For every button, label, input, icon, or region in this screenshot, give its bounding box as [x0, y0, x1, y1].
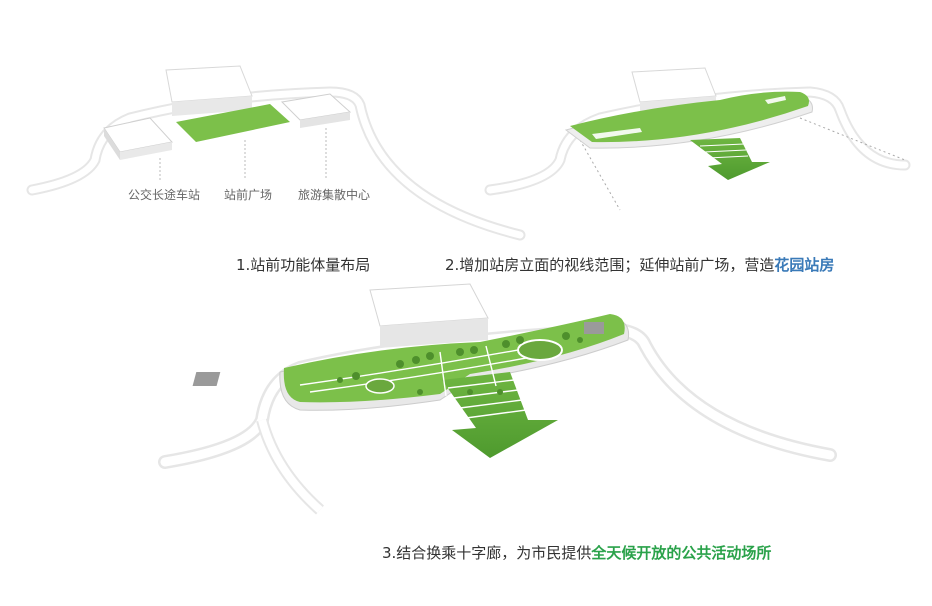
caption-step-3-text: 3.结合换乘十字廊，为市民提供 — [382, 544, 592, 562]
panel-3-corridor-lines — [299, 345, 549, 419]
panel-3-plaza-arrow — [442, 372, 558, 458]
panel-2-plaza-arrow — [690, 138, 770, 180]
caption-step-1: 1.站前功能体量布局 — [236, 254, 370, 275]
panel-1-plaza-green — [176, 104, 290, 142]
label-plaza: 站前广场 — [224, 188, 273, 202]
caption-step-3-highlight: 全天候开放的公共活动场所 — [591, 544, 772, 562]
caption-step-2: 2.增加站房立面的视线范围；延伸站前广场，营造花园站房 — [445, 254, 834, 275]
caption-step-3: 3.结合换乘十字廊，为市民提供全天候开放的公共活动场所 — [382, 542, 771, 563]
panel-3-trees — [337, 332, 583, 395]
panel-3-loop — [517, 339, 563, 361]
panel-1-layout — [26, 65, 526, 241]
panel-1-station-building — [165, 65, 253, 103]
panel-2-garden-station — [484, 67, 911, 211]
panel-3-green-roof — [283, 314, 625, 403]
caption-step-2-text: 2.增加站房立面的视线范围；延伸站前广场，营造 — [445, 256, 775, 274]
caption-step-1-text: 1.站前功能体量布局 — [236, 256, 371, 274]
caption-step-2-highlight: 花园站房 — [774, 256, 835, 274]
panel-3-cross-corridor — [158, 283, 837, 515]
label-bus-station: 公交长途车站 — [128, 188, 201, 202]
label-tourism-center: 旅游集散中心 — [298, 188, 371, 202]
panel-2-station-building — [631, 67, 717, 103]
